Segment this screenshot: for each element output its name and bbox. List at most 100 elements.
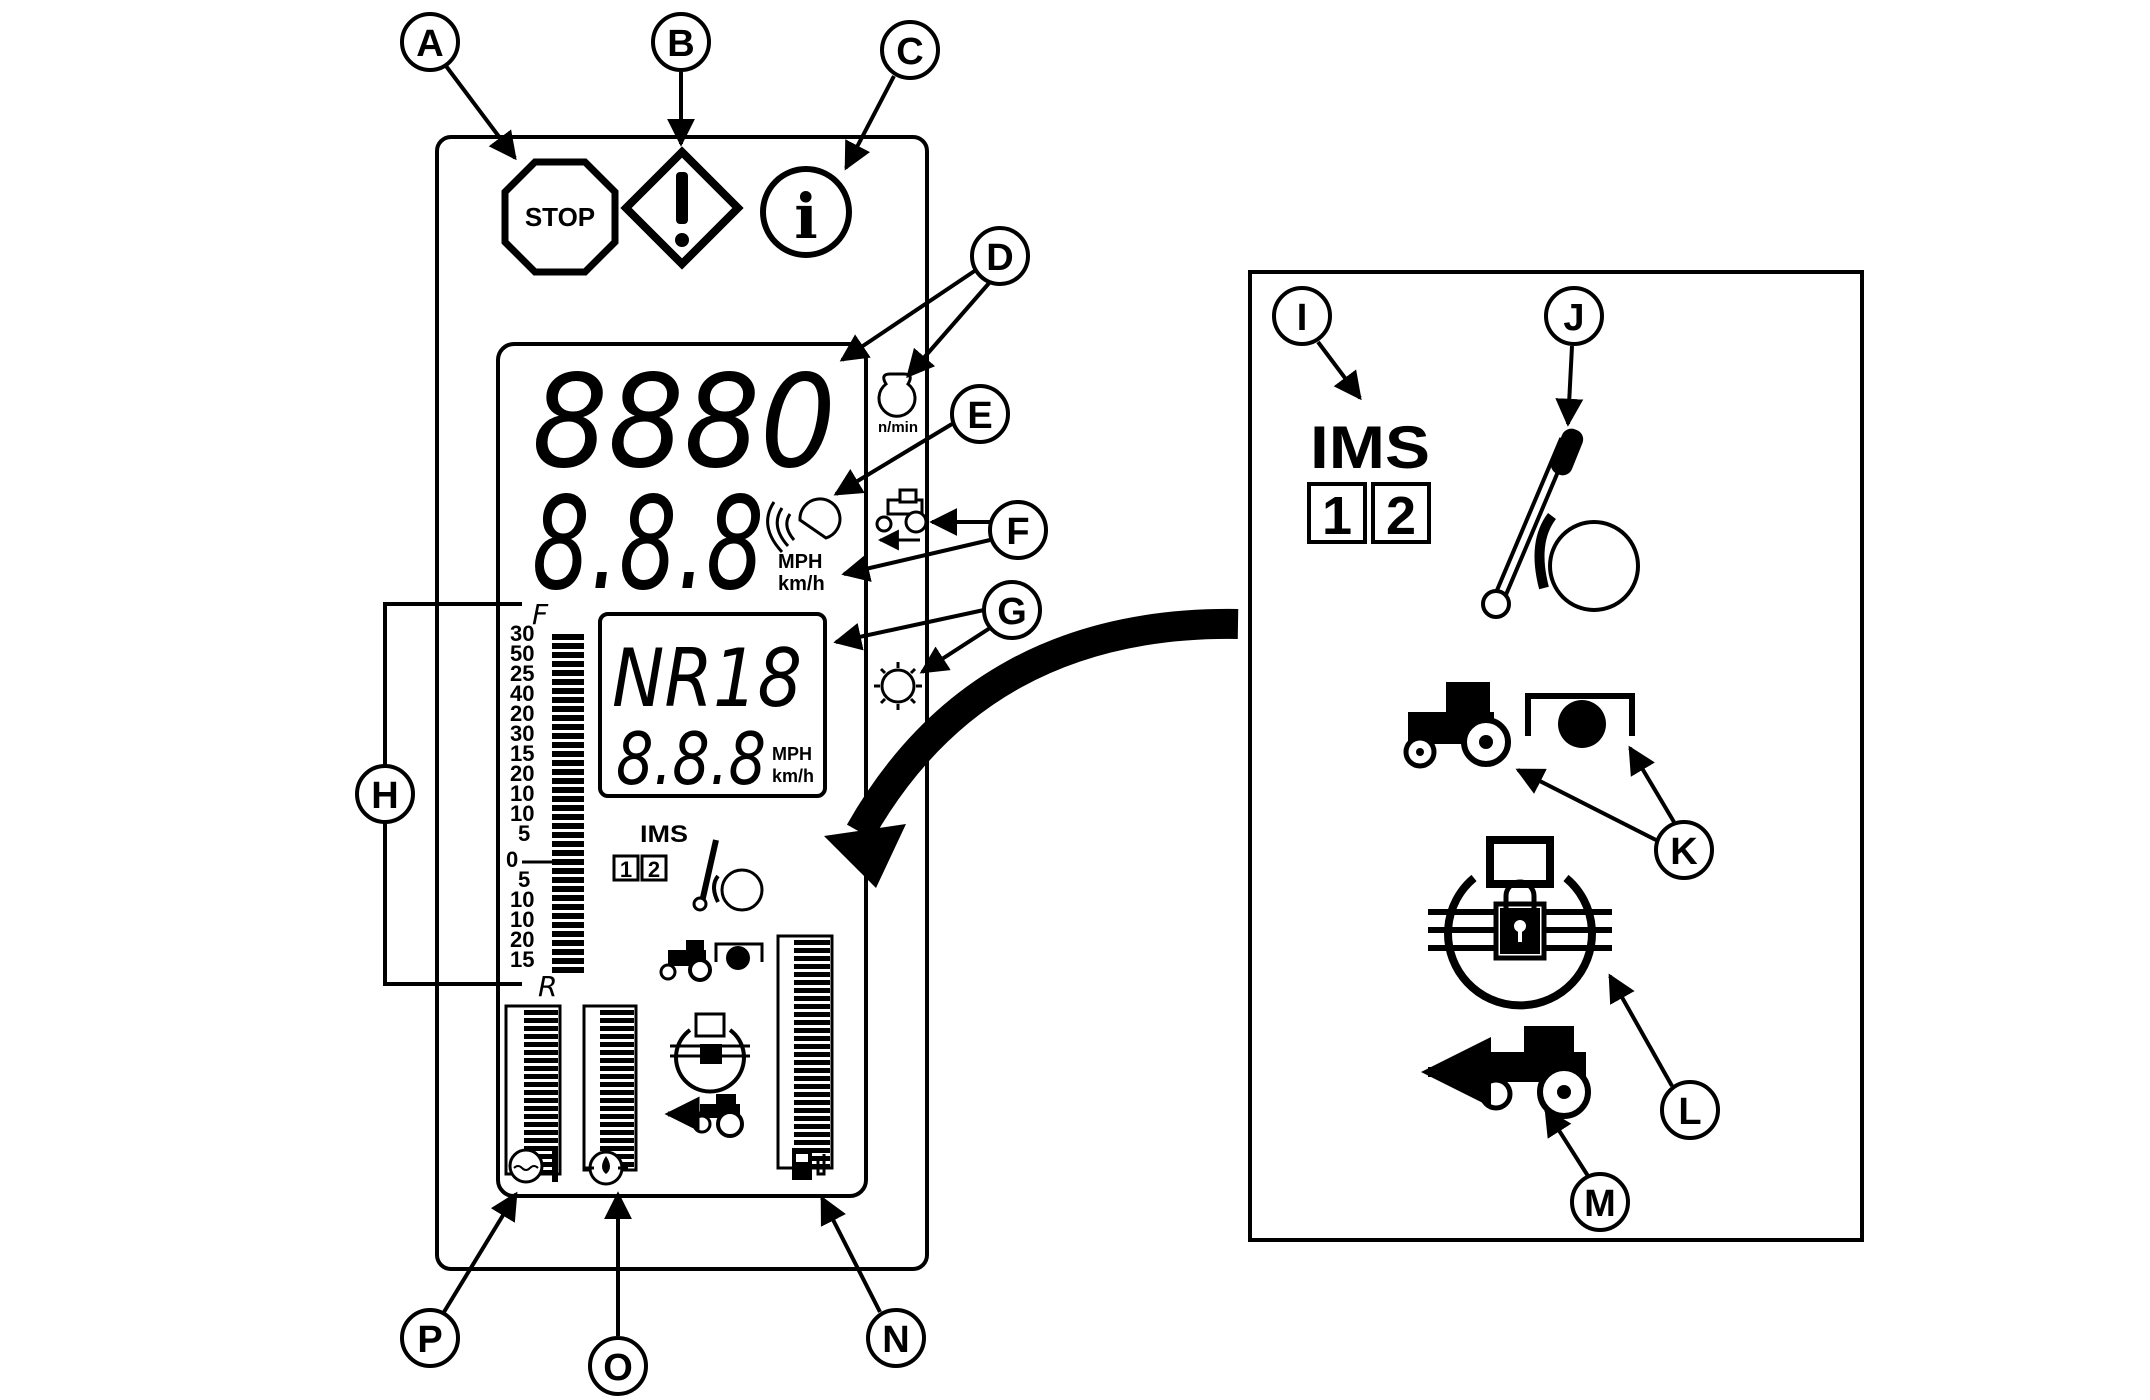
bar-segment xyxy=(600,1026,634,1031)
bar-segment xyxy=(552,778,584,784)
bar-segment xyxy=(600,1010,634,1015)
differential-lock-icon xyxy=(670,1012,750,1094)
bar-segment xyxy=(552,742,584,748)
scale-tick: 50 xyxy=(510,641,534,666)
scale-tick: 5 xyxy=(518,821,530,846)
bar-segment xyxy=(552,868,584,874)
callout-j: J xyxy=(1544,286,1604,427)
bar-segment xyxy=(552,787,584,793)
bar-segment xyxy=(524,1106,558,1111)
bar-segment xyxy=(524,1018,558,1023)
bar-segment xyxy=(524,1122,558,1127)
bar-segment xyxy=(600,1082,634,1087)
gear-value-readout: 8.8.8 xyxy=(616,717,766,801)
ims-small-box-2: 2 xyxy=(648,857,660,882)
bar-segment xyxy=(552,841,584,847)
callout-b: B xyxy=(651,12,711,147)
coolant-temperature-icon xyxy=(508,1148,558,1184)
bar-segment xyxy=(600,1098,634,1103)
callout-l-letter: L xyxy=(1678,1091,1701,1133)
reverse-tractor-icon xyxy=(664,1094,744,1138)
bar-segment xyxy=(524,1074,558,1079)
radar-icon xyxy=(766,497,842,554)
bar-segment xyxy=(794,1092,830,1097)
bar-segment xyxy=(524,1114,558,1119)
bar-segment xyxy=(552,661,584,667)
bar-segment xyxy=(552,652,584,658)
bar-segment xyxy=(794,1140,830,1145)
bar-segment xyxy=(794,940,830,945)
ims-large-box-1: 1 xyxy=(1322,486,1352,546)
oil-pressure-icon xyxy=(584,1150,628,1186)
callout-h-letter: H xyxy=(371,775,398,817)
bar-segment xyxy=(552,823,584,829)
scale-tick: 40 xyxy=(510,681,534,706)
bar-segment xyxy=(524,1058,558,1063)
bar-segment xyxy=(524,1050,558,1055)
scale-tick: 25 xyxy=(510,661,534,686)
scale-tick: 10 xyxy=(510,801,534,826)
engine-icon xyxy=(877,372,917,418)
bar-segment xyxy=(524,1098,558,1103)
callout-i-letter: I xyxy=(1297,297,1308,339)
bar-segment xyxy=(524,1010,558,1015)
bar-segment xyxy=(600,1074,634,1079)
callout-c: C xyxy=(844,20,940,171)
scale-tick: 20 xyxy=(510,927,534,952)
callout-k: K xyxy=(1515,745,1714,880)
scale-tick: 15 xyxy=(510,947,534,972)
bar-segment xyxy=(552,670,584,676)
callout-m-letter: M xyxy=(1584,1183,1616,1225)
bar-segment xyxy=(552,751,584,757)
bar-segment xyxy=(552,940,584,946)
rpm-readout: 8880 xyxy=(532,348,836,497)
bar-segment xyxy=(794,980,830,985)
bar-segment xyxy=(552,697,584,703)
bar-segment xyxy=(524,1042,558,1047)
callout-b-letter: B xyxy=(667,23,694,65)
bar-segment xyxy=(794,1076,830,1081)
callout-i: I xyxy=(1272,286,1362,401)
callout-k-letter: K xyxy=(1670,831,1698,873)
scale-top-label: F xyxy=(532,598,549,631)
bar-segment xyxy=(552,967,584,973)
scale-tick: 5 xyxy=(518,867,530,892)
bar-segment xyxy=(552,958,584,964)
bar-segment xyxy=(794,1124,830,1129)
gear-display xyxy=(598,612,827,798)
rpm-unit: n/min xyxy=(878,419,918,436)
fuel-gauge-bars xyxy=(794,940,830,1169)
bar-segment xyxy=(794,1012,830,1017)
bar-segment xyxy=(552,949,584,955)
bar-segment xyxy=(552,715,584,721)
scale-tick: 15 xyxy=(510,741,534,766)
scale-tick: 20 xyxy=(510,701,534,726)
bar-segment xyxy=(794,996,830,1001)
bar-segment xyxy=(524,1146,558,1151)
callout-f-letter: F xyxy=(1006,511,1029,553)
bar-segment xyxy=(794,1052,830,1057)
lcd-display xyxy=(496,342,868,1198)
bar-segment xyxy=(552,913,584,919)
gear-unit-mph: MPH xyxy=(772,744,812,764)
bar-segment xyxy=(794,1068,830,1073)
scale-tick: 30 xyxy=(510,721,534,746)
bar-segment xyxy=(552,679,584,685)
bar-segment xyxy=(552,886,584,892)
bar-segment xyxy=(794,1044,830,1049)
ims-large-box-2: 2 xyxy=(1386,486,1416,546)
bar-segment xyxy=(794,1116,830,1121)
bar-segment xyxy=(552,805,584,811)
scale-bottom-label: R xyxy=(538,970,557,1003)
speed-unit-kmh: km/h xyxy=(778,573,825,595)
stop-sign-icon: STOP xyxy=(501,158,619,276)
gear-unit-kmh: km/h xyxy=(772,766,814,786)
bar-segment xyxy=(524,1154,558,1159)
bar-segment xyxy=(794,956,830,961)
bar-segment xyxy=(600,1146,634,1151)
bar-segment xyxy=(552,688,584,694)
bar-segment xyxy=(794,1004,830,1009)
callout-j-letter: J xyxy=(1563,297,1584,339)
bar-segment xyxy=(552,814,584,820)
